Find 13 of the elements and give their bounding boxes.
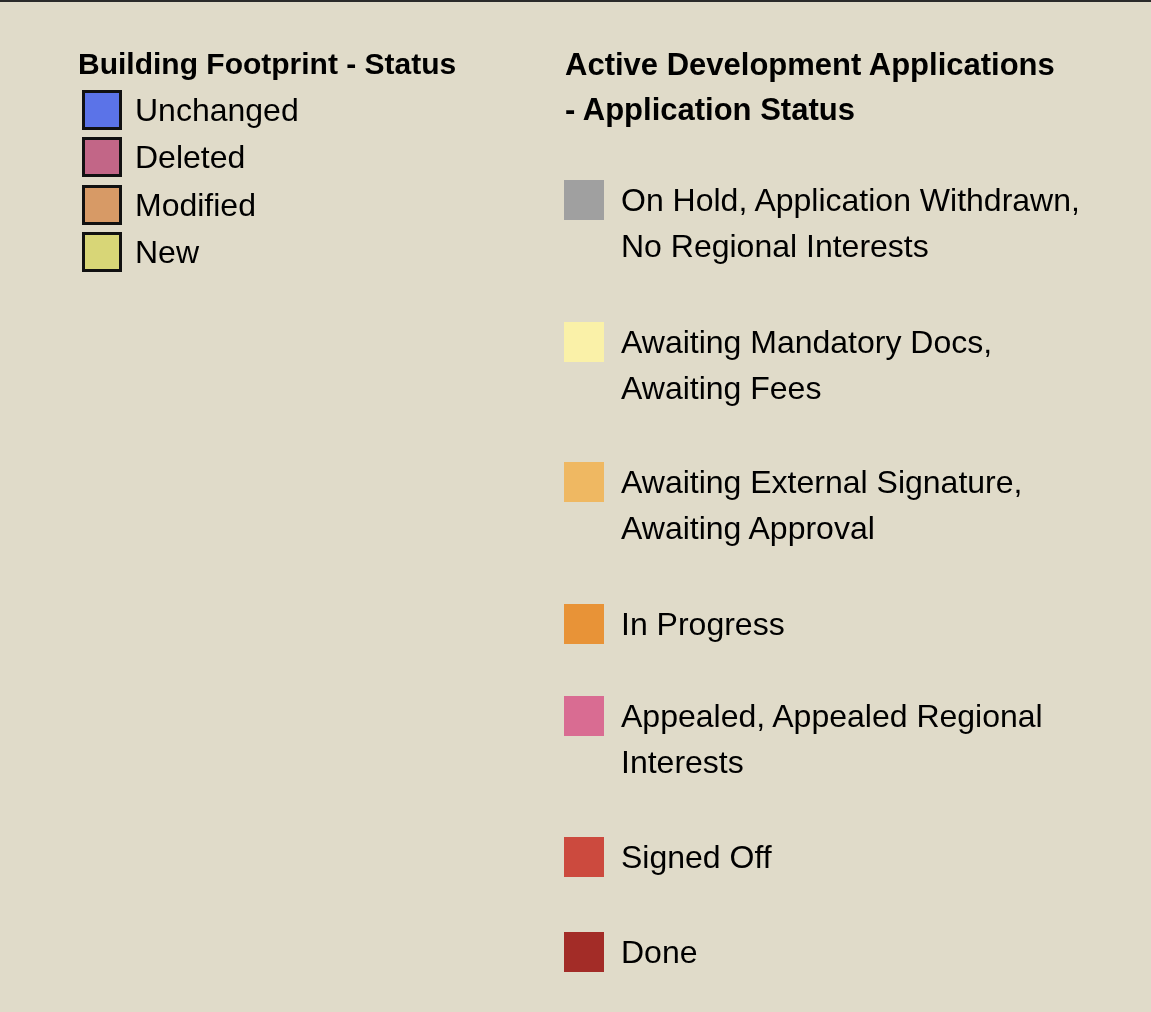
legend-label: Unchanged — [135, 91, 299, 130]
legend-label: In Progress — [621, 605, 786, 644]
legend-label: Awaiting Mandatory Docs, Awaiting Fees — [621, 323, 994, 408]
legend-title: Building Footprint - Status — [78, 46, 457, 82]
legend-label: Signed Off — [621, 838, 773, 877]
legend-label: Done — [621, 933, 699, 972]
legend-label: Modified — [135, 186, 256, 225]
legend-label: New — [135, 233, 199, 272]
legend-label: Deleted — [135, 138, 246, 177]
legend-label: Awaiting External Signature, Awaiting Approval — [621, 463, 1024, 548]
legend-title: Active Development Applications - Application Status — [565, 46, 1056, 129]
legend-label: On Hold, Application Withdrawn, No Regional Interests — [621, 181, 1081, 266]
legend-label: Appealed, Appealed Regional Interests — [621, 697, 1044, 782]
